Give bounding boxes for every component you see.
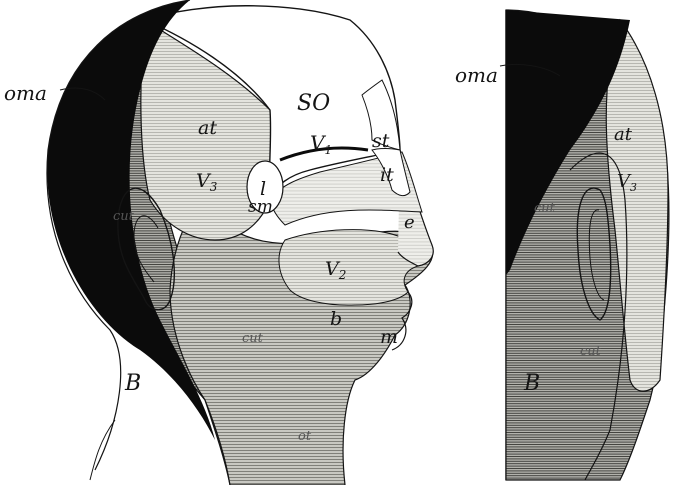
label-st: st — [372, 130, 390, 152]
label-it: it — [380, 164, 394, 186]
label-cut-neck: cut — [242, 331, 264, 346]
label-b: b — [330, 308, 342, 330]
right-label-oma: oma — [455, 63, 498, 87]
label-ot: ot — [298, 429, 312, 444]
right-label-at: at — [614, 124, 633, 145]
label-at: at — [198, 117, 217, 139]
right-label-cut: cut — [534, 201, 556, 216]
label-cut: cut — [113, 209, 135, 224]
label-e: e — [404, 212, 415, 233]
right-label-b-occipital: B — [523, 371, 540, 396]
right-head-figure: oma at V3 cut cut B — [455, 10, 669, 480]
label-so: SO — [297, 91, 330, 116]
label-oma: oma — [4, 81, 47, 105]
left-head-figure: oma SO at V1 st it l V3 cut sm e V2 b m … — [4, 0, 433, 485]
label-sm: sm — [248, 197, 273, 217]
label-b-occipital: B — [124, 371, 141, 396]
label-m: m — [380, 326, 398, 348]
right-label-cut-lower: cut — [580, 344, 602, 359]
